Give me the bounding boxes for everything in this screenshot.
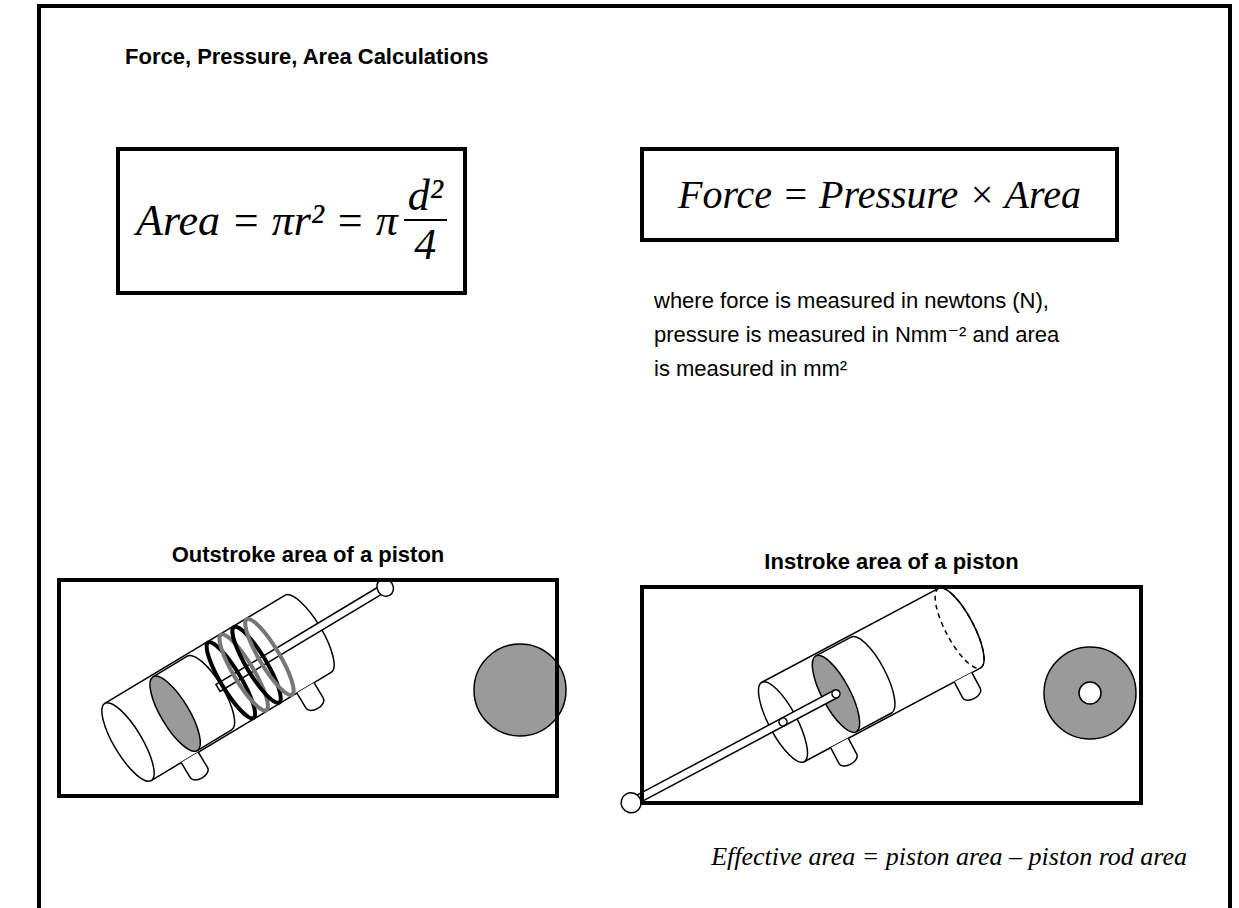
outstroke-cylinder [93, 545, 428, 809]
box-heading: Outstroke area of a piston [61, 542, 555, 568]
title: Force, Pressure, Area Calculations [125, 44, 489, 70]
spring-coil [225, 622, 287, 708]
numerator: d² [404, 173, 447, 221]
formula-text: Force = Pressure × Area [678, 171, 1081, 218]
rod-hole [1079, 682, 1101, 704]
illustration-box: Outstroke area of a piston [57, 578, 559, 798]
formula-box: Force = Pressure × Area [640, 147, 1119, 242]
box-heading: Instroke area of a piston [644, 549, 1139, 575]
denominator: 4 [414, 221, 436, 269]
instroke-cylinder [601, 582, 1004, 869]
units-note: where force is measured in newtons (N), … [654, 284, 1074, 386]
effective-area-formula: Effective area = piston area – piston ro… [711, 842, 1187, 872]
outstroke-area-disc [474, 644, 566, 736]
formula-text: Area = πr² = π [136, 195, 398, 246]
formula-box: Area = πr² = πd²4 [116, 147, 467, 295]
spring-coil [238, 614, 300, 700]
illustration-box: Instroke area of a piston [640, 585, 1143, 805]
page-frame [37, 4, 1232, 908]
instroke-area-disc [1044, 647, 1136, 739]
formula: Area = πr² = πd²4 [136, 173, 447, 270]
fraction: d²4 [404, 173, 447, 270]
